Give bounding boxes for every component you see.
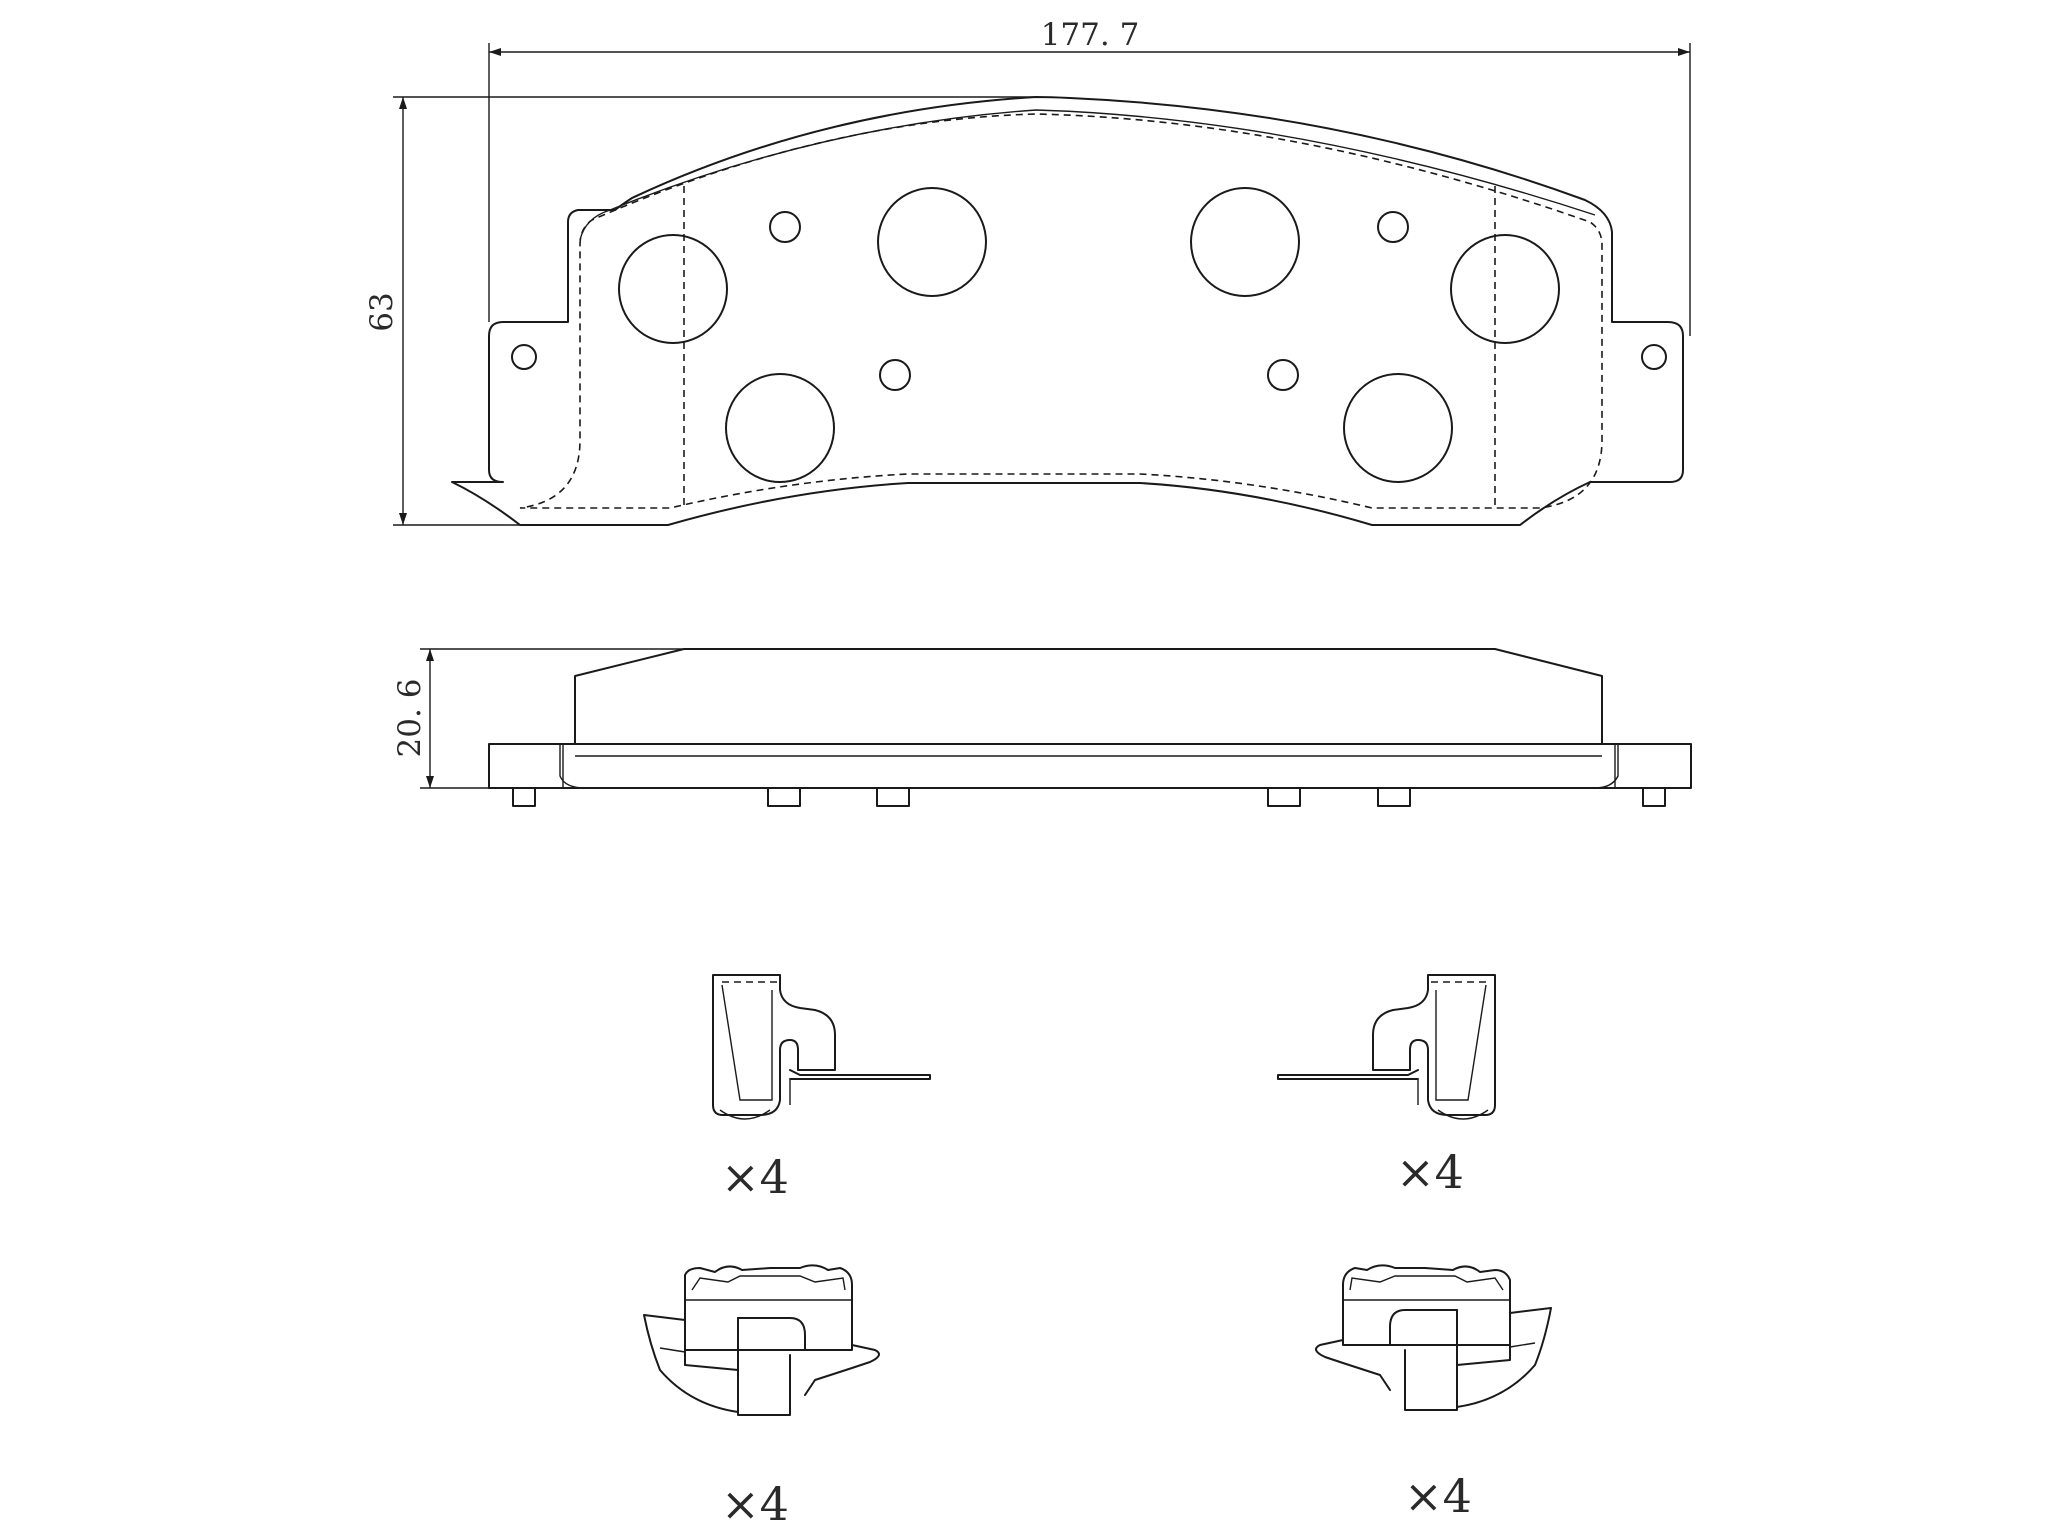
hole-large-2 bbox=[877, 187, 987, 297]
length-dimension-label: 177. 7 bbox=[1041, 17, 1140, 53]
pin-2 bbox=[767, 787, 801, 807]
ear-hole-right bbox=[1641, 344, 1667, 370]
pin-6 bbox=[1642, 787, 1666, 807]
hole-small-2 bbox=[1377, 211, 1409, 243]
spring-right-quantity: ×4 bbox=[1404, 1469, 1472, 1523]
hole-large-3 bbox=[1190, 187, 1300, 297]
pad-top-edge bbox=[579, 109, 1596, 241]
spring-left-quantity: ×4 bbox=[721, 1477, 789, 1531]
dimension-length: 177. 7 bbox=[488, 17, 1691, 336]
hole-small-3 bbox=[879, 359, 911, 391]
ear-hole-left bbox=[511, 344, 537, 370]
spring-right-drawing bbox=[1315, 1264, 1552, 1411]
pin-4 bbox=[1267, 787, 1301, 807]
clip-right-quantity: ×4 bbox=[1396, 1145, 1464, 1199]
friction-block-side bbox=[574, 648, 1603, 745]
thickness-dimension-label: 20. 6 bbox=[392, 679, 428, 758]
pad-top-view bbox=[451, 96, 1684, 526]
friction-material-outline bbox=[519, 113, 1603, 509]
pin-3 bbox=[876, 787, 910, 807]
clip-right-drawing bbox=[1277, 974, 1496, 1120]
hole-large-1 bbox=[618, 234, 728, 344]
spring-left-drawing bbox=[643, 1264, 880, 1416]
hole-large-4 bbox=[1450, 234, 1560, 344]
height-dimension-label: 63 bbox=[364, 292, 400, 331]
backing-plate-outline bbox=[451, 96, 1684, 526]
pad-side-view bbox=[488, 648, 1692, 807]
hole-large-5 bbox=[725, 373, 835, 483]
clip-left-drawing bbox=[712, 974, 931, 1120]
pin-1 bbox=[512, 787, 536, 807]
hole-small-1 bbox=[769, 211, 801, 243]
pin-5 bbox=[1377, 787, 1411, 807]
hole-small-4 bbox=[1267, 359, 1299, 391]
shim-layer bbox=[559, 744, 1619, 789]
dimension-height: 63 bbox=[364, 96, 1036, 526]
hole-large-6 bbox=[1343, 373, 1453, 483]
dimension-thickness: 20. 6 bbox=[392, 648, 684, 789]
backing-plate-side bbox=[488, 743, 1692, 789]
clip-left-quantity: ×4 bbox=[721, 1150, 789, 1204]
